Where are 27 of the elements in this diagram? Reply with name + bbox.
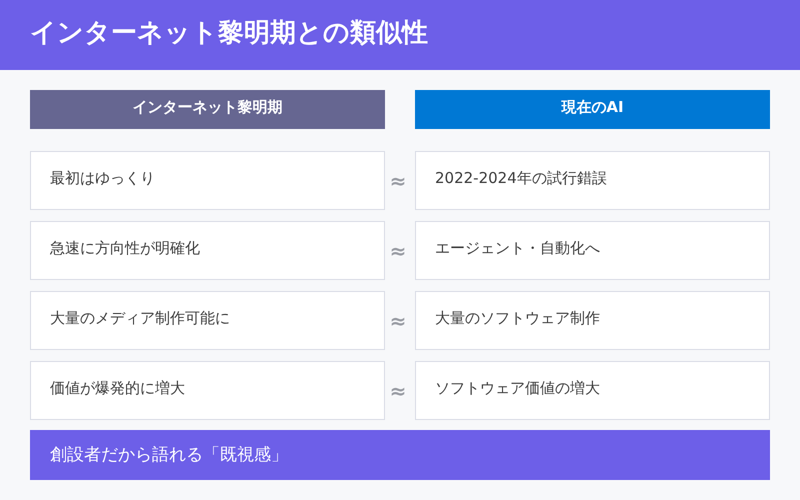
- comparison-card: [415, 361, 770, 420]
- approx-sign: ≈: [388, 311, 408, 331]
- comparison-card: [415, 221, 770, 280]
- comparison-card: [30, 151, 385, 210]
- card-text: エージェント・自動化へ: [435, 238, 600, 258]
- comparison-card: [415, 291, 770, 350]
- banner-text: 創設者だから語れる「既視感」: [50, 444, 288, 467]
- comparison-card: [30, 291, 385, 350]
- approx-sign: ≈: [388, 381, 408, 401]
- comparison-card: [30, 361, 385, 420]
- card-text: 価値が爆発的に増大: [50, 378, 185, 398]
- card-text: 最初はゆっくり: [50, 168, 155, 188]
- header-text: インターネット黎明期: [132, 97, 284, 117]
- card-text: 大量のソフトウェア制作: [435, 308, 600, 328]
- column-header: [30, 90, 385, 129]
- comparison-card: [415, 151, 770, 210]
- column-header: [415, 90, 770, 129]
- card-text: 2022-2024年の試行錯誤: [435, 168, 607, 188]
- footer-banner: [30, 430, 770, 480]
- card-text: ソフトウェア価値の増大: [435, 378, 600, 398]
- approx-sign: ≈: [388, 241, 408, 261]
- card-text: 急速に方向性が明確化: [50, 238, 200, 258]
- header-text: 現在のAI: [560, 97, 625, 117]
- title-text: インターネット黎明期との類似性: [30, 17, 428, 50]
- comparison-card: [30, 221, 385, 280]
- approx-sign: ≈: [388, 171, 408, 191]
- card-text: 大量のメディア制作可能に: [50, 308, 230, 328]
